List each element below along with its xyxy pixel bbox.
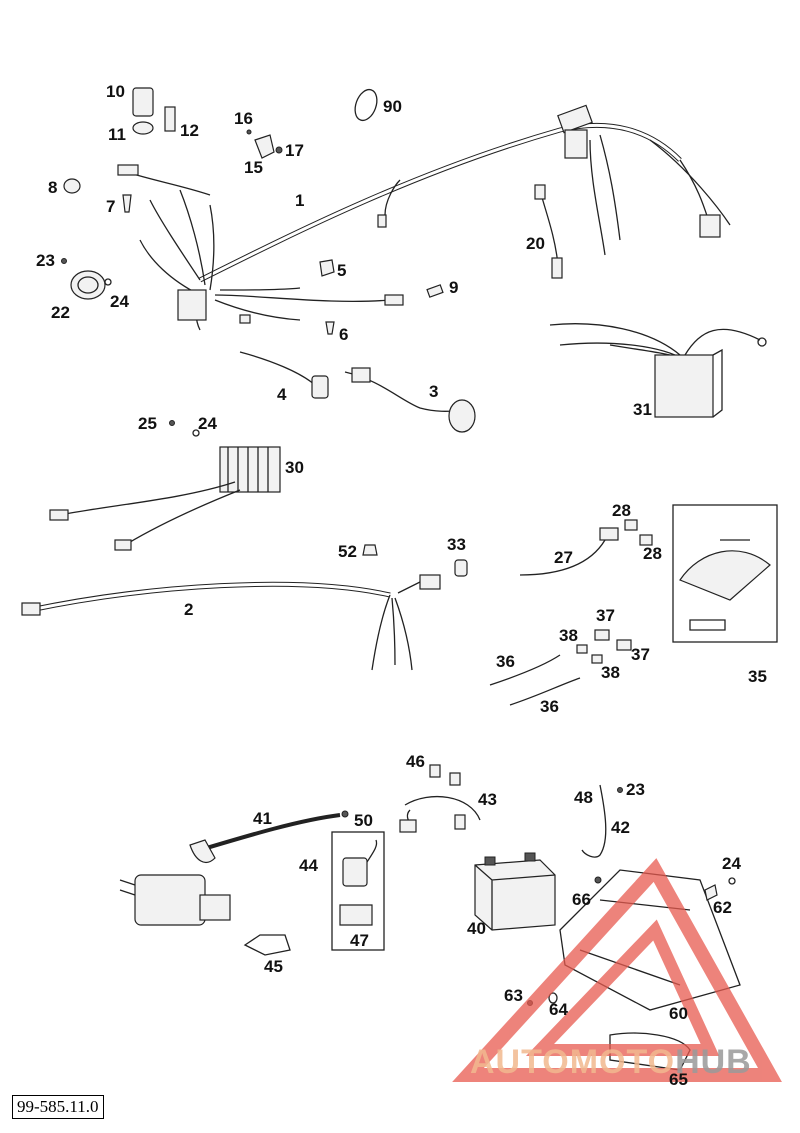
callout: 20: [526, 234, 545, 253]
watermark-text: AUTOMOTOHUB: [470, 1043, 752, 1081]
horn-22: [61, 258, 112, 300]
fuse-cable-43: [399, 764, 481, 833]
callout: 16: [234, 109, 253, 128]
callout: 31: [633, 400, 652, 419]
callout: 15: [244, 158, 263, 177]
tail-light-cable-27: [519, 519, 653, 576]
watermark-logo: [452, 858, 782, 1082]
callout: 43: [478, 790, 497, 809]
callout: 35: [748, 667, 767, 686]
callout: 38: [559, 626, 578, 645]
cable-tie-90: [354, 88, 378, 122]
relay-parts-10-11-12: [132, 87, 176, 135]
tail-light-box-35: [672, 504, 778, 643]
callout-labels: 1 2 3 4 5 6 7 8 9 10 11 12 15 16 17 20 2…: [36, 82, 767, 1089]
callout: 90: [383, 97, 402, 116]
callout: 23: [626, 780, 645, 799]
cover-65: [609, 1032, 691, 1071]
callout: 4: [277, 385, 287, 404]
callout: 40: [467, 919, 486, 938]
regulator-30: [49, 420, 281, 551]
starter-cable-41: [189, 810, 349, 863]
callout: 25: [138, 414, 157, 433]
callout: 24: [198, 414, 217, 433]
callout: 37: [596, 606, 615, 625]
callout: 8: [48, 178, 57, 197]
callout: 64: [549, 1000, 568, 1019]
callout: 48: [574, 788, 593, 807]
callout: 3: [429, 382, 438, 401]
callout: 30: [285, 458, 304, 477]
callout: 63: [504, 986, 523, 1005]
callout: 44: [299, 856, 318, 875]
document-number: 99-585.11.0: [12, 1095, 104, 1119]
battery-40: [474, 852, 556, 931]
bracket-45: [243, 934, 291, 956]
callout: 2: [184, 600, 193, 619]
callout: 60: [669, 1004, 688, 1023]
callout: 50: [354, 811, 373, 830]
ground-cable-42: [581, 784, 623, 858]
bulbs-36-37-38: [489, 629, 632, 706]
callout: 9: [449, 278, 458, 297]
switch-cable-3: [344, 367, 476, 433]
callout: 5: [337, 261, 346, 280]
callout: 45: [264, 957, 283, 976]
callout: 23: [36, 251, 55, 270]
starter-motor: [119, 874, 231, 926]
callout: 62: [713, 898, 732, 917]
sensor-cable-20: [534, 184, 563, 279]
callout: 46: [406, 752, 425, 771]
cdi-unit-31: [549, 323, 767, 418]
callout: 7: [106, 197, 115, 216]
callout: 38: [601, 663, 620, 682]
callout: 66: [572, 890, 591, 909]
callout: 27: [554, 548, 573, 567]
callout: 41: [253, 809, 272, 828]
callout: 24: [722, 854, 741, 873]
callout: 10: [106, 82, 125, 101]
switches-5-6-9: [319, 259, 444, 335]
callout: 37: [631, 645, 650, 664]
cable-4: [239, 351, 329, 399]
callout: 11: [108, 125, 126, 144]
callout: 28: [643, 544, 662, 563]
callout: 36: [496, 652, 515, 671]
cable-2: [21, 544, 468, 671]
main-wiring-harness: [117, 104, 731, 331]
small-caps-7-8: [63, 178, 132, 213]
relay-box-44-47: [331, 831, 385, 951]
callout: 17: [285, 141, 304, 160]
callout: 65: [669, 1070, 688, 1089]
callout: 42: [611, 818, 630, 837]
callout: 36: [540, 697, 559, 716]
callout: 52: [338, 542, 357, 561]
callout: 1: [295, 191, 304, 210]
callout: 22: [51, 303, 70, 322]
callout: 24: [110, 292, 129, 311]
callout: 28: [612, 501, 631, 520]
callout: 33: [447, 535, 466, 554]
callout: 47: [350, 931, 369, 950]
mount-parts-15-16-17: [246, 129, 283, 159]
callout: 12: [180, 121, 199, 140]
callout: 6: [339, 325, 348, 344]
